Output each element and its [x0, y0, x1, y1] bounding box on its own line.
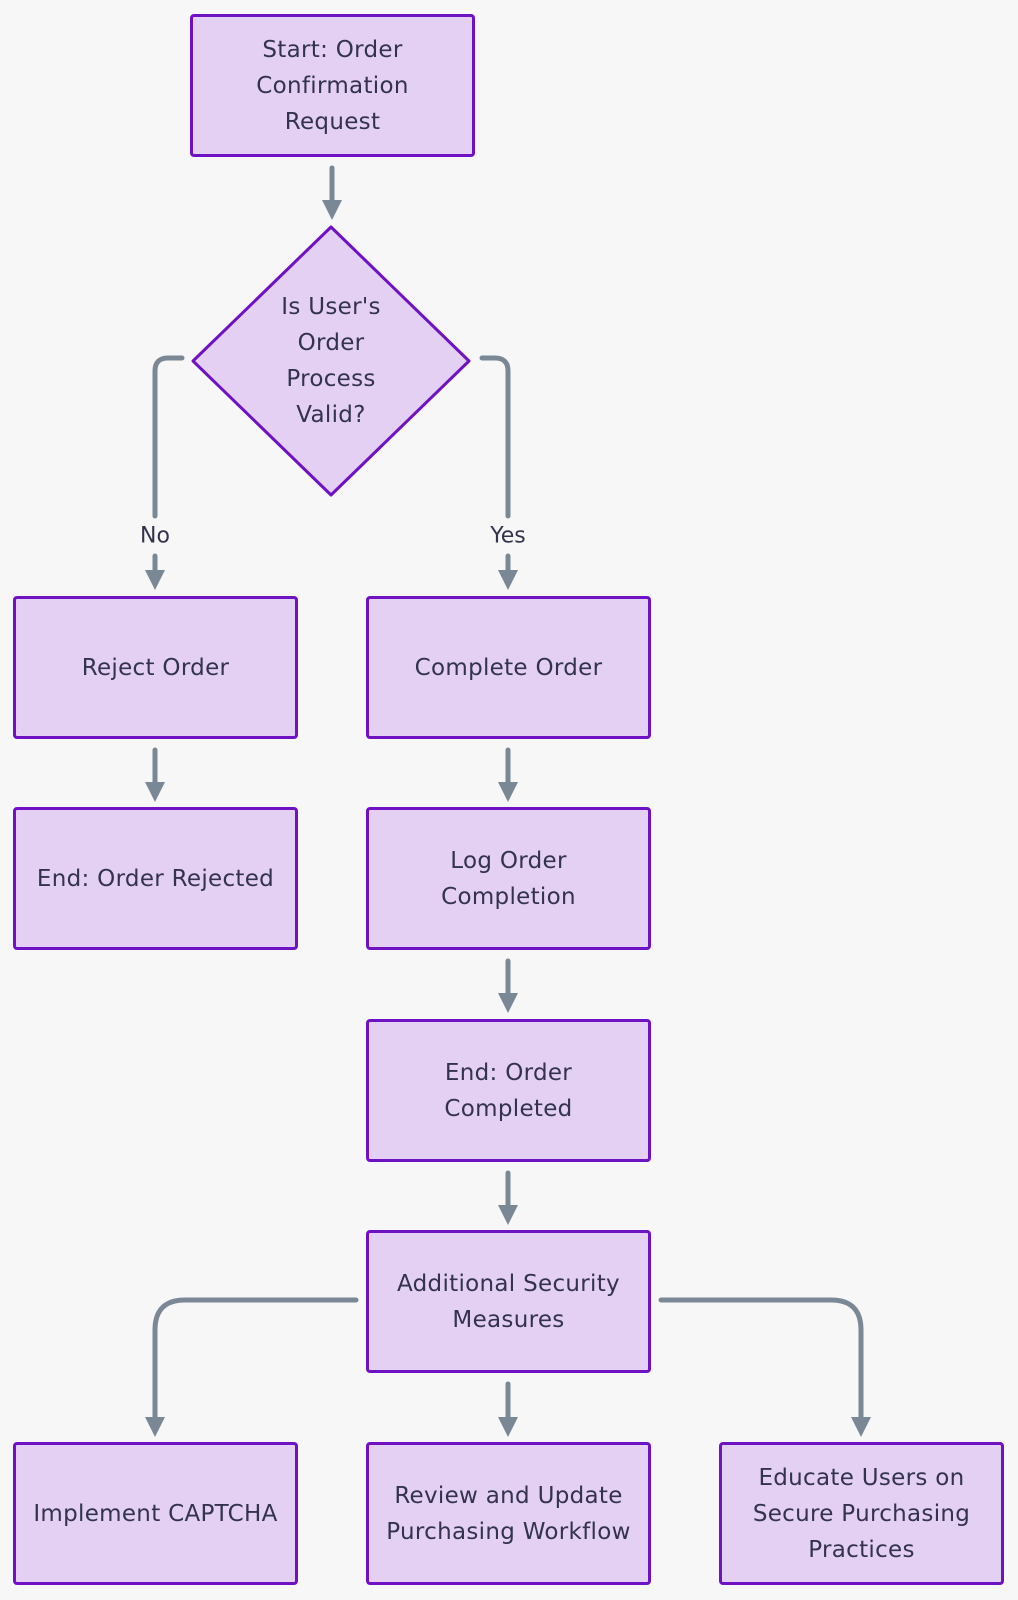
edge-label-yes: Yes [488, 523, 528, 549]
edge-decision-to-complete [479, 355, 508, 580]
educate-users-node: Educate Users on Secure Purchasing Pract… [719, 1442, 1004, 1585]
decision-node-label: Is User's Order Process Valid? [281, 294, 381, 428]
complete-order-label: Complete Order [414, 654, 603, 681]
end-completed-label: End: Order Completed [444, 1059, 573, 1122]
captcha-node: Implement CAPTCHA [13, 1442, 298, 1585]
edge-decision-to-reject [155, 355, 185, 580]
reject-order-label: Reject Order [81, 654, 230, 681]
security-measures-label: Additional Security Measures [397, 1270, 620, 1333]
edge-security-to-captcha [145, 1297, 359, 1437]
captcha-label: Implement CAPTCHA [33, 1500, 278, 1527]
reject-order-node: Reject Order [13, 596, 298, 739]
end-rejected-label: End: Order Rejected [36, 865, 275, 892]
decision-node: Is User's Order Process Valid? [190, 224, 472, 498]
end-rejected-node: End: Order Rejected [13, 807, 298, 950]
review-workflow-node: Review and Update Purchasing Workflow [366, 1442, 651, 1585]
review-workflow-label: Review and Update Purchasing Workflow [386, 1482, 631, 1545]
start-node: Start: Order Confirmation Request [190, 14, 475, 157]
decision-diamond-shape [191, 225, 471, 497]
complete-order-node: Complete Order [366, 596, 651, 739]
educate-users-label: Educate Users on Secure Purchasing Pract… [752, 1464, 971, 1563]
security-measures-node: Additional Security Measures [366, 1230, 651, 1373]
log-completion-label: Log Order Completion [441, 847, 576, 910]
log-completion-node: Log Order Completion [366, 807, 651, 950]
start-node-label: Start: Order Confirmation Request [256, 36, 409, 135]
end-completed-node: End: Order Completed [366, 1019, 651, 1162]
edge-security-to-educate [658, 1297, 871, 1437]
edge-label-no: No [138, 523, 172, 549]
